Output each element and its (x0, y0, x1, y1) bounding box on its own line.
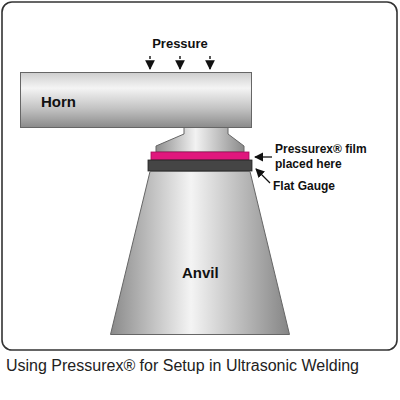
horn-tip (156, 127, 244, 152)
pressurex-film (151, 152, 249, 160)
pressure-arrows (150, 56, 210, 69)
node-label: Horn (41, 93, 76, 110)
node-label: Anvil (182, 264, 219, 281)
flat-gauge (148, 160, 252, 171)
anvil: Anvil (110, 171, 290, 335)
frame (2, 2, 397, 350)
caption: Using Pressurex® for Setup in Ultrasonic… (6, 356, 394, 375)
callout-label: Pressurex® film placed here (275, 142, 393, 172)
anvil-shape (110, 171, 290, 335)
horn-block: Horn (20, 72, 252, 128)
callout-label: Flat Gauge (273, 179, 383, 194)
leader-line (256, 169, 270, 183)
leader-line (255, 156, 272, 157)
pressure-label: Pressure (140, 36, 220, 52)
